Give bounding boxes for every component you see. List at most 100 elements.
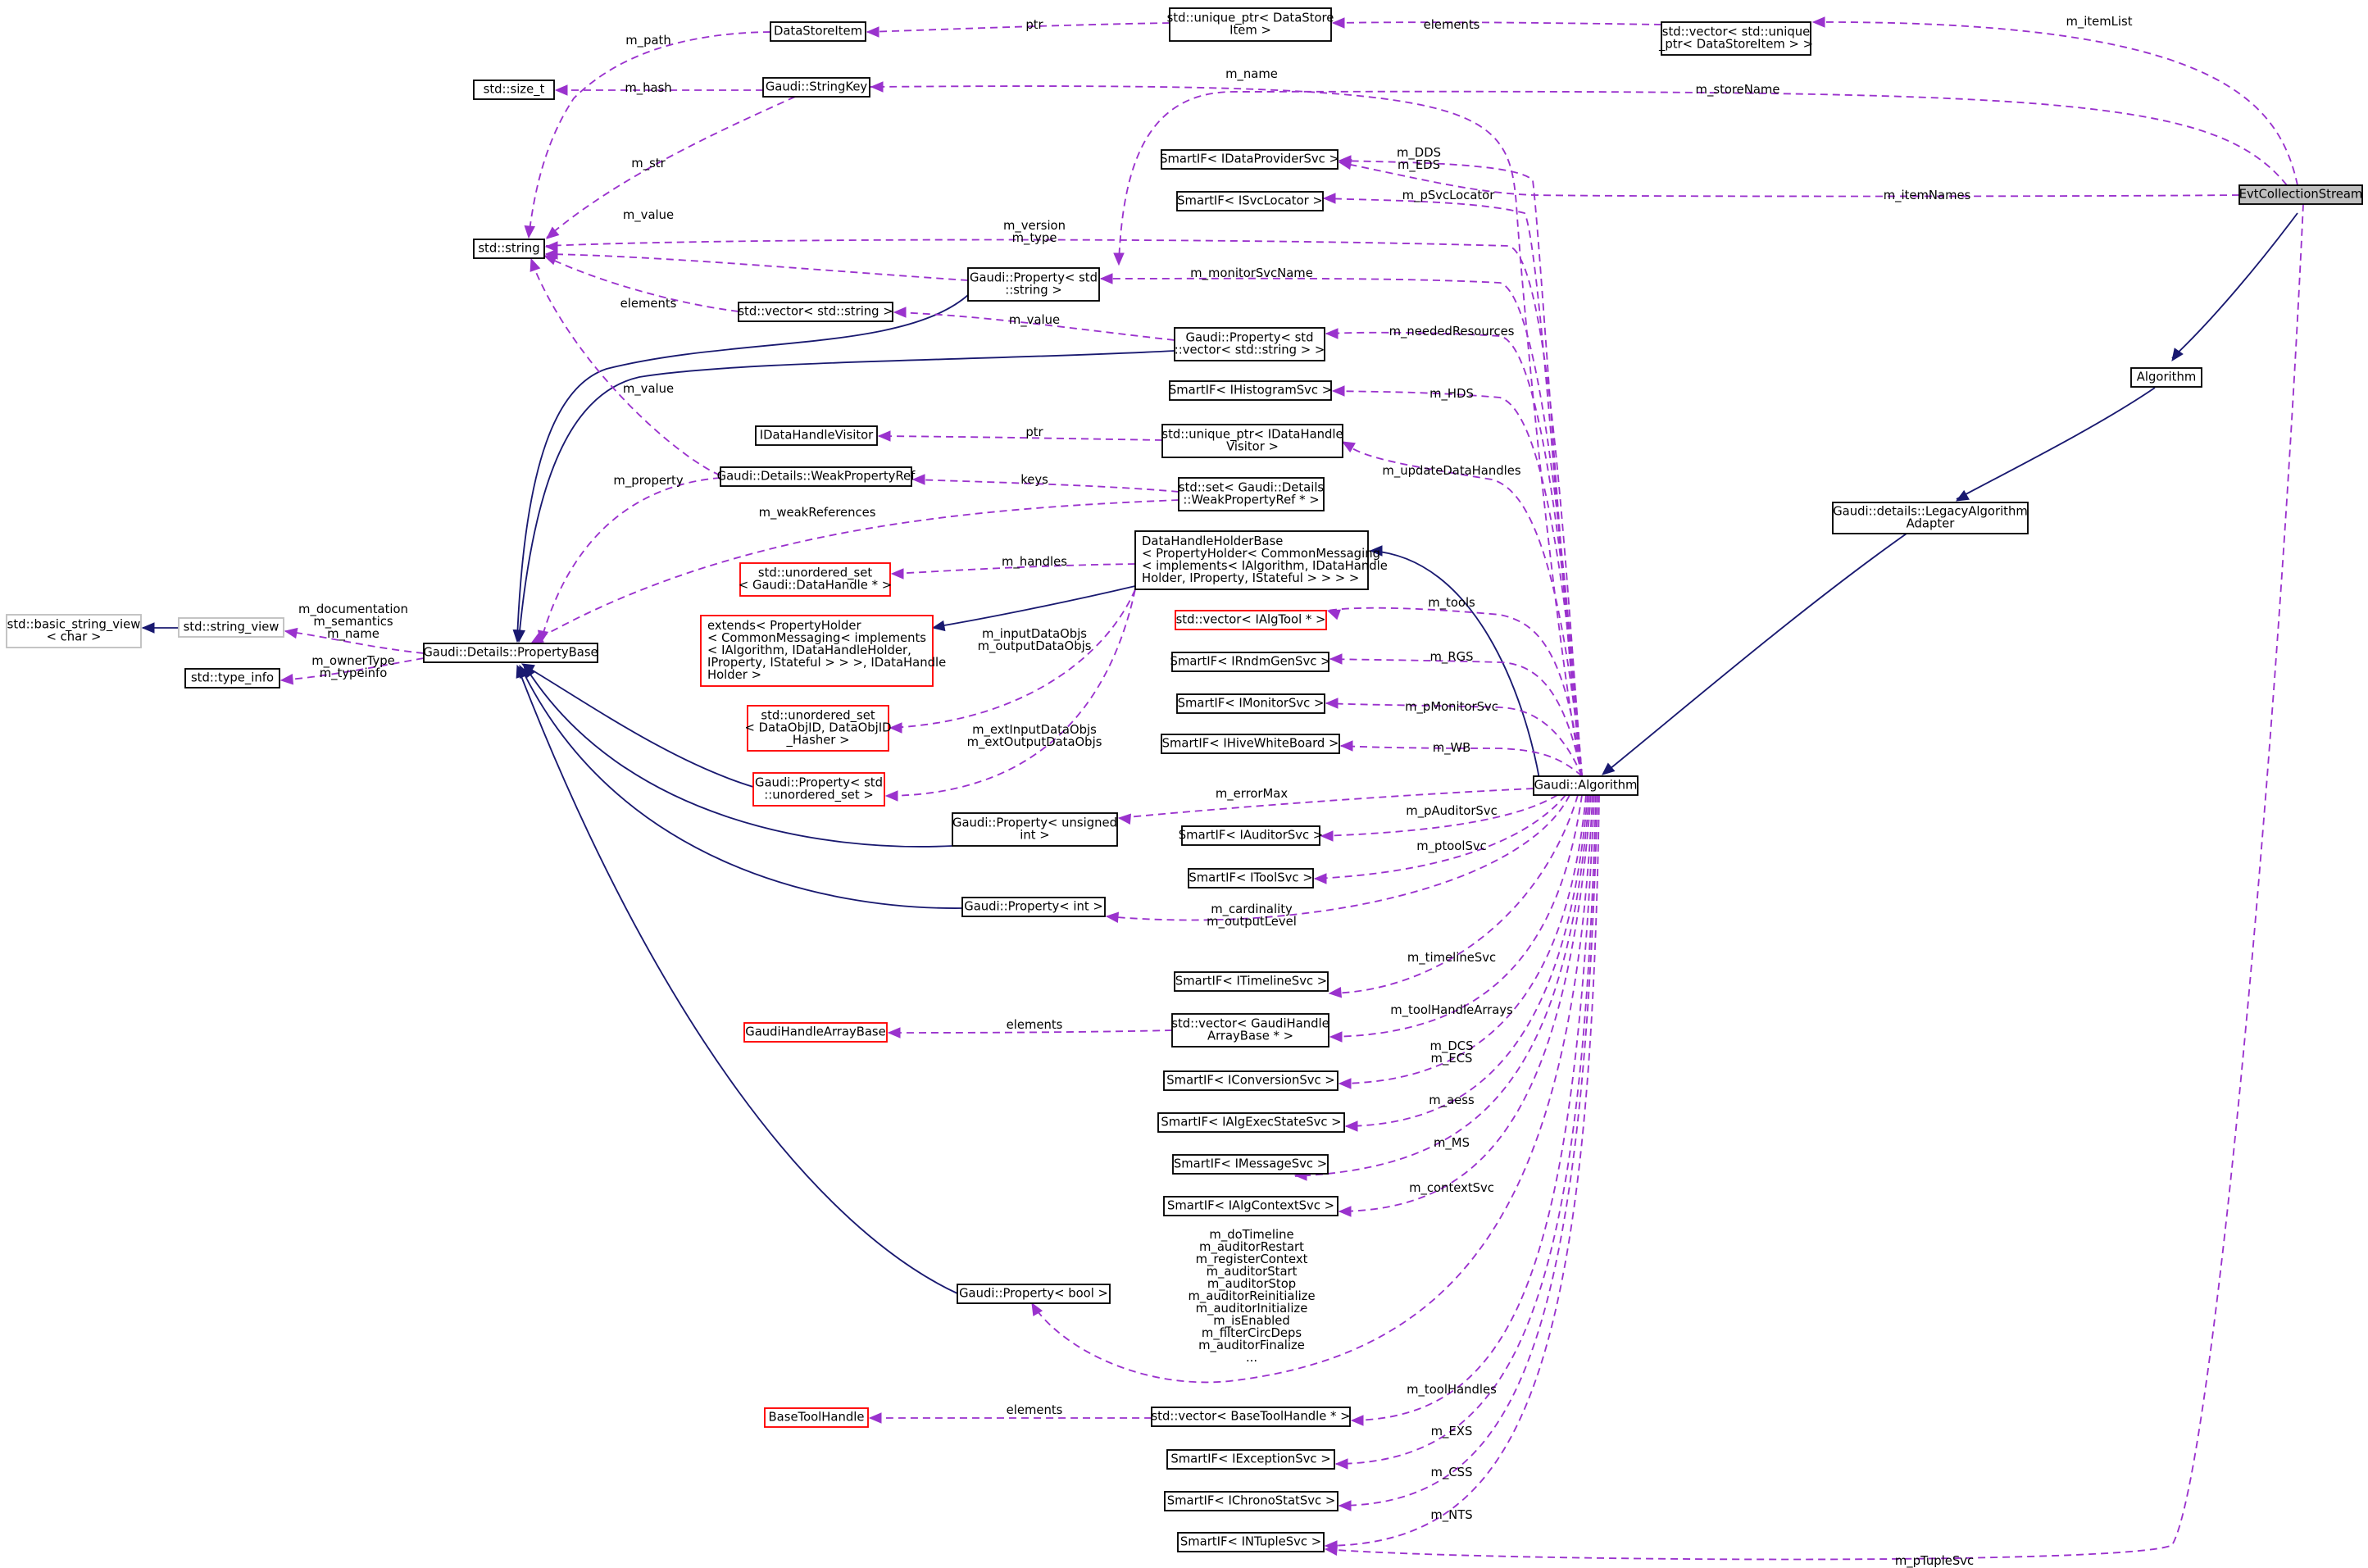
node-smartif-isvclocator[interactable]: SmartIF< ISvcLocator > bbox=[1176, 191, 1324, 211]
edges-layer bbox=[141, 16, 2304, 1561]
edge-label: m_HDS bbox=[1429, 387, 1474, 401]
arrowhead bbox=[1105, 911, 1120, 923]
node-vector-basetoolhandle[interactable]: std::vector< BaseToolHandle * > bbox=[1151, 1407, 1351, 1427]
node-datastoreitem[interactable]: DataStoreItem bbox=[770, 21, 866, 42]
node-gaudi-algorithm[interactable]: Gaudi::Algorithm bbox=[1533, 775, 1639, 796]
node-smartif-itimelinesvc[interactable]: SmartIF< ITimelineSvc > bbox=[1174, 971, 1329, 992]
arrowhead bbox=[1955, 489, 1970, 502]
node-idatahandlevisitor[interactable]: IDataHandleVisitor bbox=[755, 425, 878, 446]
usage-edge bbox=[1329, 794, 1583, 1043]
node-weakpropertyref[interactable]: Gaudi::Details::WeakPropertyRef bbox=[717, 466, 916, 487]
arrowhead bbox=[868, 1412, 882, 1424]
arrowhead bbox=[544, 241, 558, 252]
usage-edge bbox=[1329, 653, 1583, 777]
node-vector-unique-ptr-datastoreitem[interactable]: std::vector< std::unique_ptr< DataStoreI… bbox=[1658, 21, 1813, 56]
arrowhead bbox=[1329, 653, 1343, 665]
arrowhead bbox=[931, 620, 946, 632]
inheritance-edge bbox=[523, 664, 953, 848]
inheritance-edge bbox=[516, 664, 958, 1294]
arrowhead bbox=[884, 790, 898, 802]
node-smartif-ihistogramsvc[interactable]: SmartIF< IHistogramSvc > bbox=[1169, 380, 1332, 401]
node-gaudi-stringkey[interactable]: Gaudi::StringKey bbox=[762, 77, 870, 98]
usage-edge bbox=[537, 477, 721, 644]
node-label: SmartIF< IHistogramSvc > bbox=[1169, 384, 1332, 398]
node-smartif-imonitorsvc[interactable]: SmartIF< IMonitorSvc > bbox=[1176, 693, 1325, 714]
edge-label: m_errorMax bbox=[1216, 787, 1288, 801]
node-std-size-t[interactable]: std::size_t bbox=[473, 80, 555, 100]
node-vector-ialgtool[interactable]: std::vector< IAlgTool * > bbox=[1175, 610, 1327, 630]
usage-edge bbox=[1334, 794, 1597, 1470]
node-basetoolhandle[interactable]: BaseToolHandle bbox=[764, 1407, 869, 1428]
node-label: extends< PropertyHolder< CommonMessaging… bbox=[707, 619, 946, 682]
node-property-vector-string[interactable]: Gaudi::Property< std::vector< std::strin… bbox=[1174, 327, 1325, 361]
usage-edge bbox=[1105, 794, 1570, 923]
node-label: std::set< Gaudi::Details::WeakPropertyRe… bbox=[1179, 481, 1324, 507]
arrowhead bbox=[1031, 1302, 1043, 1316]
node-smartif-itoolsvc[interactable]: SmartIF< IToolSvc > bbox=[1188, 868, 1314, 889]
node-unordered-set-datahandle[interactable]: std::unordered_set< Gaudi::DataHandle * … bbox=[739, 562, 892, 597]
node-extends-propertyholder[interactable]: extends< PropertyHolder< CommonMessaging… bbox=[700, 615, 946, 687]
edge-label: m_NTS bbox=[1430, 1508, 1472, 1522]
usage-edge bbox=[1328, 794, 1579, 998]
arrowhead bbox=[1334, 1458, 1348, 1470]
arrowhead bbox=[911, 474, 925, 485]
node-property-string[interactable]: Gaudi::Property< std::string > bbox=[967, 267, 1100, 302]
arrowhead bbox=[1326, 609, 1341, 620]
inheritance-edge bbox=[141, 622, 179, 634]
node-smartif-idataprovidersvc[interactable]: SmartIF< IDataProviderSvc > bbox=[1160, 149, 1339, 170]
arrowhead bbox=[1602, 762, 1616, 775]
node-label: std::unordered_set< Gaudi::DataHandle * … bbox=[739, 566, 892, 593]
node-type-info[interactable]: std::type_info bbox=[184, 668, 280, 689]
node-property-unordered-set[interactable]: Gaudi::Property< std::unordered_set > bbox=[752, 772, 885, 807]
node-basic-string-view[interactable]: std::basic_string_view< char > bbox=[6, 614, 142, 648]
arrowhead bbox=[524, 225, 535, 239]
usage-edge bbox=[554, 84, 763, 96]
node-smartif-intuplesvc[interactable]: SmartIF< INTupleSvc > bbox=[1177, 1532, 1325, 1552]
node-label: SmartIF< IMessageSvc > bbox=[1174, 1157, 1327, 1171]
node-propertybase[interactable]: Gaudi::Details::PropertyBase bbox=[423, 643, 598, 663]
usage-edge bbox=[1344, 794, 1589, 1132]
node-property-bool[interactable]: Gaudi::Property< bool > bbox=[957, 1284, 1111, 1304]
node-std-string[interactable]: std::string bbox=[473, 239, 545, 259]
arrowhead bbox=[1099, 273, 1113, 284]
node-label: std::size_t bbox=[484, 83, 545, 97]
node-string-view[interactable]: std::string_view bbox=[178, 617, 284, 638]
edge-label: m_CSS bbox=[1431, 1466, 1473, 1479]
node-smartif-iexceptionsvc[interactable]: SmartIF< IExceptionSvc > bbox=[1166, 1449, 1335, 1470]
node-unordered-set-dataobjid[interactable]: std::unordered_set< DataObjID, DataObjID… bbox=[745, 705, 892, 752]
usage-edge bbox=[1324, 203, 2304, 1561]
edge-label: elements bbox=[1007, 1018, 1063, 1032]
node-smartif-ichronostatsvc[interactable]: SmartIF< IChronoStatSvc > bbox=[1164, 1491, 1339, 1511]
arrowhead bbox=[284, 627, 298, 639]
node-set-weakpropertyref[interactable]: std::set< Gaudi::Details::WeakPropertyRe… bbox=[1178, 477, 1325, 511]
arrowhead bbox=[1338, 1078, 1352, 1089]
inheritance-edge bbox=[514, 350, 1175, 643]
nodes-layer: EvtCollectionStreamAlgorithmGaudi::detai… bbox=[6, 7, 2363, 1552]
node-datahandleholderbase[interactable]: DataHandleHolderBase< PropertyHolder< Co… bbox=[1134, 530, 1388, 590]
node-label: GaudiHandleArrayBase bbox=[745, 1025, 885, 1039]
node-algorithm[interactable]: Algorithm bbox=[2130, 367, 2202, 388]
node-smartif-imessagesvc[interactable]: SmartIF< IMessageSvc > bbox=[1172, 1154, 1329, 1175]
node-property-int[interactable]: Gaudi::Property< int > bbox=[961, 897, 1106, 917]
edge-label: m_property bbox=[613, 474, 683, 488]
edge-label: m_value bbox=[623, 382, 674, 396]
node-smartif-irndmgensvc[interactable]: SmartIF< IRndmGenSvc > bbox=[1170, 652, 1331, 672]
node-label: Gaudi::Property< bool > bbox=[959, 1287, 1108, 1301]
node-smartif-ialgexecstatesvc[interactable]: SmartIF< IAlgExecStateSvc > bbox=[1157, 1112, 1345, 1133]
arrowhead bbox=[546, 226, 560, 239]
node-smartif-ialgcontextsvc[interactable]: SmartIF< IAlgContextSvc > bbox=[1163, 1196, 1339, 1216]
node-smartif-iauditorsvc[interactable]: SmartIF< IAuditorSvc > bbox=[1179, 825, 1323, 846]
node-gaudihandlearraybase[interactable]: GaudiHandleArrayBase bbox=[743, 1022, 888, 1043]
usage-edge bbox=[1338, 794, 1598, 1511]
arrowhead bbox=[1324, 1544, 1339, 1556]
node-smartif-ihivewhiteboard[interactable]: SmartIF< IHiveWhiteBoard > bbox=[1161, 734, 1340, 754]
node-vector-string[interactable]: std::vector< std::string > bbox=[738, 302, 893, 322]
node-smartif-iconversionsvc[interactable]: SmartIF< IConversionSvc > bbox=[1163, 1070, 1339, 1091]
node-evt-collection-stream[interactable]: EvtCollectionStream bbox=[2238, 184, 2363, 205]
